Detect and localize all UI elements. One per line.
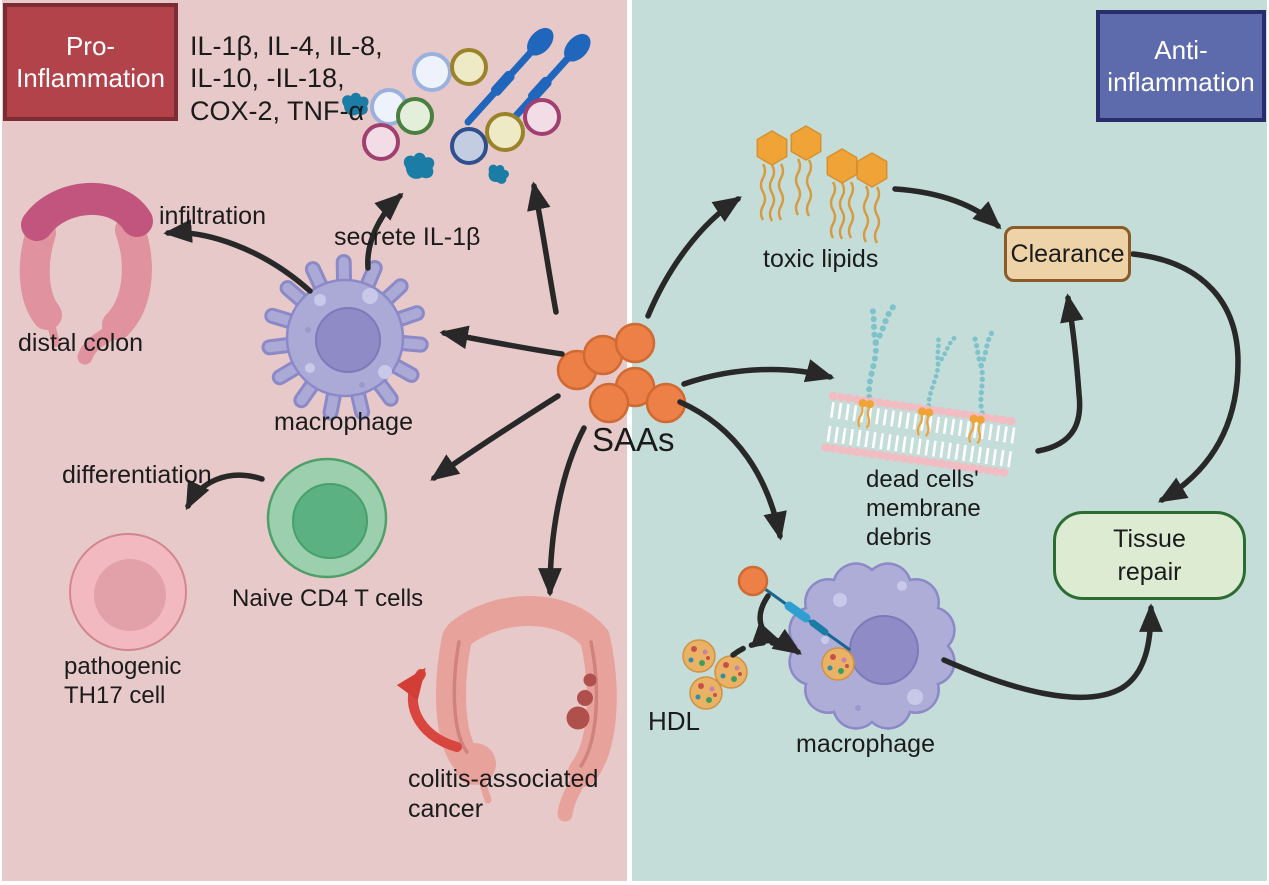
arrow-differentiation (185, 472, 265, 511)
macrophage-cell-right (788, 562, 956, 730)
toxic-lipid-molecules (756, 124, 888, 245)
tissue-repair-line2: repair (1117, 557, 1182, 586)
flow-arrows (163, 181, 1241, 701)
colitis-label: colitis-associated cancer (408, 764, 598, 824)
naive-cd4-t-cell (266, 457, 388, 579)
arrow-saa-to-toxic-lipids (645, 196, 742, 319)
arrow-saa-binding (751, 593, 783, 645)
dead-cells-label: dead cells' membrane debris (866, 466, 981, 552)
distal-colon-label: distal colon (18, 329, 144, 357)
pro-inflammation-title-box: Pro- Inflammation (3, 3, 178, 121)
hdl-label: HDL (648, 706, 701, 736)
dead-cells-line3: debris (866, 523, 932, 551)
macrophage-left-label: macrophage (274, 408, 413, 436)
arrow-saa-to-cytokines (527, 181, 559, 315)
colitis-colon-illustration (436, 596, 617, 822)
arrow-membrane-to-clearance (1035, 293, 1084, 454)
th17-label-line2: TH17 cell (64, 681, 166, 709)
clearance-node: Clearance (1004, 226, 1131, 282)
arrow-saa-to-macrophage-left (439, 325, 565, 357)
saa-receptor-binding (737, 565, 851, 652)
anti-title-line1: Anti- (1154, 34, 1208, 65)
toxic-lipids-label: toxic lipids (763, 245, 879, 273)
cytokine-list: IL-1β, IL-4, IL-8, IL-10, -IL-18, COX-2,… (190, 30, 383, 127)
arrow-secrete-il1b (365, 192, 404, 271)
pro-title-line1: Pro- (65, 30, 116, 61)
saas-label: SAAs (592, 421, 675, 458)
arrow-infiltration (163, 219, 313, 294)
secrete-il1b-label: secrete IL-1β (334, 223, 481, 251)
arrow-saa-to-colitis (538, 425, 587, 597)
arrow-hdl-uptake-dashed (730, 628, 802, 658)
pro-title-line2: Inflammation (16, 63, 165, 93)
macrophage-cell-left (270, 262, 421, 413)
naive-cd4-label: Naive CD4 T cells (232, 585, 424, 612)
th17-cell (69, 533, 187, 651)
arrow-clearance-to-tissue-repair (1130, 251, 1241, 503)
th17-label: pathogenic TH17 cell (64, 653, 181, 711)
arrow-saa-to-macrophage-right (677, 399, 787, 541)
cytokine-molecules (342, 23, 596, 186)
tissue-repair-node: Tissue repair (1053, 511, 1246, 600)
colitis-label-line2: cancer (408, 795, 484, 823)
arrow-saa-to-membrane (681, 359, 835, 387)
anti-inflammation-title-box: Anti- inflammation (1096, 10, 1266, 122)
arrow-lipids-to-clearance (892, 186, 1002, 230)
tissue-repair-line1: Tissue (1113, 525, 1186, 553)
cytokine-line3: COX-2, TNF-α (190, 95, 365, 126)
arrow-macrophage-to-tissue-repair (941, 603, 1163, 701)
red-up-arrow (396, 667, 462, 752)
macrophage-right-label: macrophage (796, 730, 935, 758)
differentiation-label: differentiation (62, 461, 212, 489)
infiltration-label: infiltration (159, 202, 266, 230)
lipid-bilayer-membrane (821, 301, 1021, 478)
anti-title-line2: inflammation (1107, 67, 1255, 97)
th17-label-line1: pathogenic (64, 653, 182, 680)
dead-cells-line1: dead cells' (866, 466, 979, 493)
dead-cells-line2: membrane (866, 494, 981, 522)
saa-protein-cluster (556, 322, 687, 424)
pro-inflammation-panel (2, 0, 627, 881)
cytokine-line1: IL-1β, IL-4, IL-8, (190, 31, 383, 61)
colitis-label-line1: colitis-associated (408, 765, 599, 793)
clearance-label: Clearance (1010, 239, 1125, 268)
arrow-saa-to-naive-cd4 (430, 393, 561, 481)
cytokine-line2: IL-10, -IL-18, (190, 63, 345, 94)
distal-colon-illustration (19, 183, 153, 365)
